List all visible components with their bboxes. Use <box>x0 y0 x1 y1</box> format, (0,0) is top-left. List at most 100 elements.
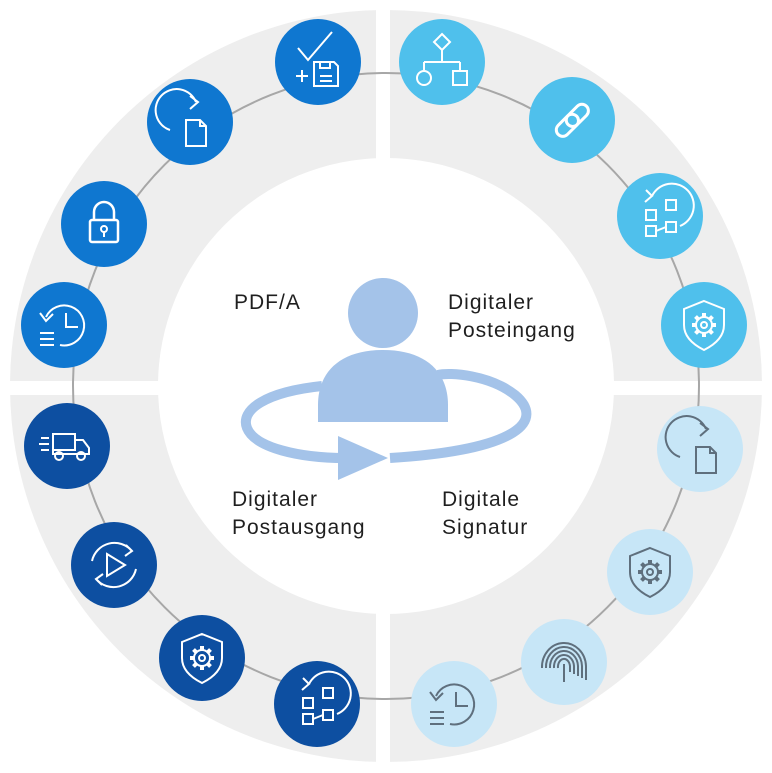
process-arrowhead <box>301 677 311 691</box>
signature-step-circle <box>411 661 497 747</box>
process-arc <box>651 182 695 227</box>
outbox-step-circle <box>159 615 245 701</box>
history-arc <box>45 304 86 347</box>
label-posteingang-line-1: Digitaler <box>448 291 535 314</box>
signature-step-circle <box>607 529 693 615</box>
clock-hands <box>65 313 78 328</box>
gear-tooth <box>200 646 204 651</box>
truck-wheel-rear <box>54 451 64 461</box>
history-list-icon <box>429 683 476 726</box>
inbox-step-circle <box>529 77 615 163</box>
signature-step-4 <box>411 661 497 747</box>
person-icon <box>318 278 448 422</box>
delivery-truck-icon <box>39 433 90 461</box>
document-fold <box>199 120 206 127</box>
label-signatur-line-1: Digitale <box>442 488 521 511</box>
list-lines <box>430 711 444 725</box>
lock-body <box>88 218 120 244</box>
process-box-2 <box>665 199 677 211</box>
document-sheet <box>185 119 207 147</box>
speed-lines <box>39 437 49 451</box>
pdfa-step-circle <box>147 79 233 165</box>
label-digitale-signatur: Digitale Signatur <box>442 486 528 542</box>
shield-outline <box>181 632 223 685</box>
label-postausgang-line-1: Digitaler <box>232 488 319 511</box>
process-box-1 <box>645 209 657 221</box>
label-signatur-line-2: Signatur <box>442 516 529 539</box>
fingerprint-ridge <box>552 654 575 674</box>
outbox-step-2 <box>71 522 157 608</box>
plus-mark <box>296 70 308 82</box>
list-lines <box>40 332 54 346</box>
person-body <box>318 350 448 422</box>
cycle-arrowhead-top <box>124 544 134 557</box>
signature-step-1 <box>657 406 743 492</box>
signature-step-circle <box>521 619 607 705</box>
history-arc <box>435 683 476 726</box>
inbox-step-circle <box>661 282 747 368</box>
refresh-arc <box>154 88 197 131</box>
shield-gear-icon <box>683 299 725 352</box>
gear-teeth <box>638 560 662 584</box>
pdfa-step-2 <box>147 79 233 165</box>
ring-gap-bottom <box>376 612 390 773</box>
fingerprint-icon <box>540 642 587 682</box>
label-postausgang-line-2: Postausgang <box>232 516 366 539</box>
outbox-step-4 <box>274 661 360 747</box>
signature-step-3 <box>521 619 607 705</box>
play-triangle <box>106 552 127 578</box>
flow-square-node <box>452 70 468 86</box>
process-arrowhead <box>644 189 654 203</box>
process-box-1 <box>302 697 314 709</box>
document-fold <box>709 447 716 454</box>
pdfa-step-1 <box>275 19 361 105</box>
shield-outline <box>629 546 671 599</box>
clock-hands <box>455 692 468 707</box>
pdfa-step-3 <box>61 181 147 267</box>
fingerprint-ridge <box>544 645 583 678</box>
gear-tooth <box>702 313 706 318</box>
orbit-line <box>72 72 700 700</box>
gear-tooth <box>648 579 652 584</box>
inbox-step-circle <box>617 173 703 259</box>
gear-hub <box>198 654 206 662</box>
floppy-label <box>320 75 332 82</box>
ring-gap-right <box>612 381 772 395</box>
process-arc <box>308 670 352 715</box>
gear-hub <box>700 321 708 329</box>
process-connector <box>655 226 667 232</box>
fingerprint-ridge <box>556 657 571 672</box>
flow-lines <box>423 50 461 70</box>
gear-ring <box>193 649 211 667</box>
icon-ring <box>21 19 747 747</box>
gear-ring <box>695 316 713 334</box>
document-refresh-icon <box>664 415 717 474</box>
outbox-step-1 <box>24 403 110 489</box>
link-icon <box>554 102 590 138</box>
cycle-arrowhead-bottom <box>94 573 104 586</box>
inbox-step-2 <box>529 77 615 163</box>
refresh-arc <box>664 415 707 458</box>
person-head <box>348 278 418 348</box>
circular-arrow <box>240 369 532 480</box>
inbox-step-3 <box>617 173 703 259</box>
ring-gap-top <box>376 0 390 160</box>
label-digitaler-postausgang: Digitaler Postausgang <box>232 486 366 542</box>
outbox-step-circle <box>24 403 110 489</box>
fingerprint-ridge <box>540 642 587 680</box>
arrow-front-arc <box>240 381 346 463</box>
history-list-icon <box>39 304 86 347</box>
outbox-step-circle <box>274 661 360 747</box>
center-illustration <box>240 278 532 480</box>
outbox-step-3 <box>159 615 245 701</box>
truck-chassis <box>52 450 75 455</box>
signature-step-circle <box>657 406 743 492</box>
inbox-step-4 <box>661 282 747 368</box>
process-connector <box>312 714 324 720</box>
document-sheet <box>695 446 717 474</box>
label-pdfa-line-1: PDF/A <box>234 291 301 314</box>
label-pdfa: PDF/A <box>234 289 301 317</box>
pdfa-step-circle <box>21 282 107 368</box>
chain-link-1 <box>554 112 580 138</box>
